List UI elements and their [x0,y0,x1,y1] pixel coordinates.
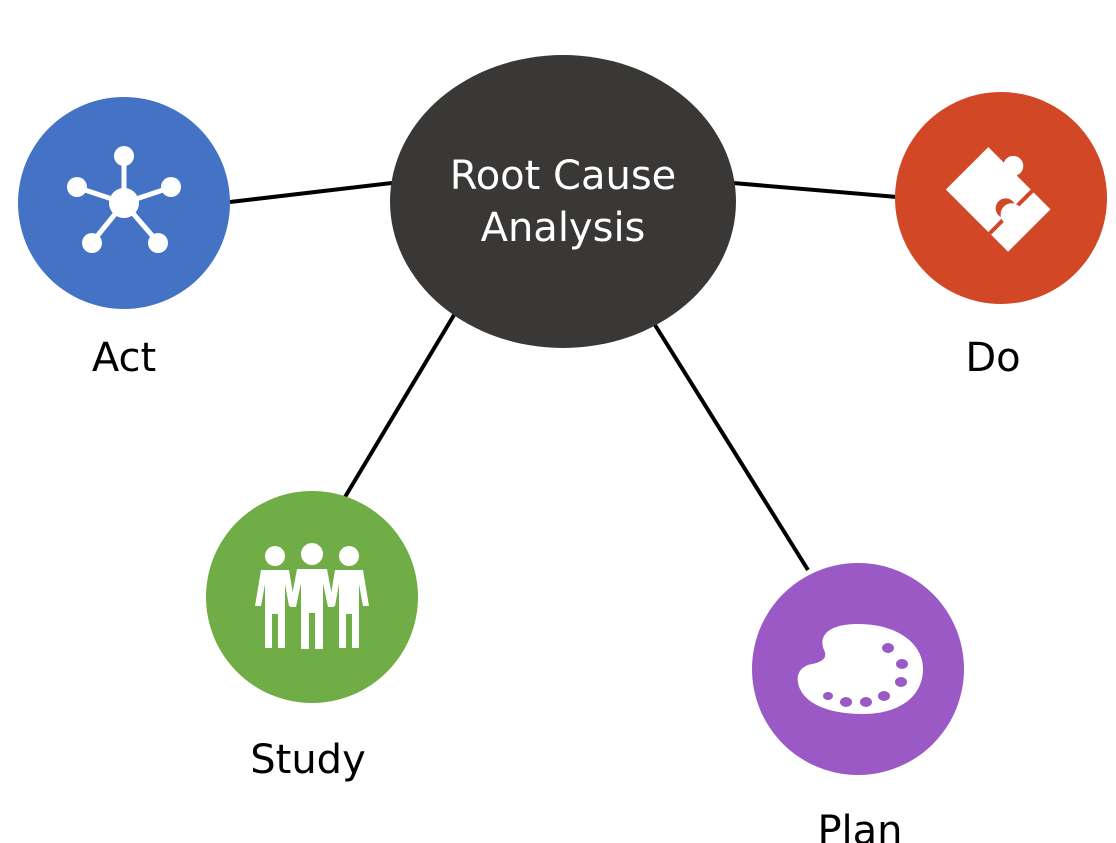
study-label: Study [250,737,366,783]
center-node: Root Cause Analysis [390,55,736,348]
act-node [18,97,230,309]
act-label: Act [91,335,157,381]
center-title-line1: Root Cause [449,152,677,199]
connector-plan [653,323,810,572]
do-node [895,92,1107,304]
connector-study [343,303,462,499]
study-node [206,491,418,703]
connector-do [732,181,898,199]
plan-label: Plan [817,808,903,843]
network-hub-icon [67,146,181,253]
plan-node [752,563,964,775]
do-label: Do [965,335,1021,381]
center-title-line2: Analysis [480,204,646,251]
connector-act [229,181,393,204]
group-of-people-icon [255,543,369,649]
paint-palette-icon [797,624,923,714]
puzzle-pieces-icon [945,147,1051,252]
